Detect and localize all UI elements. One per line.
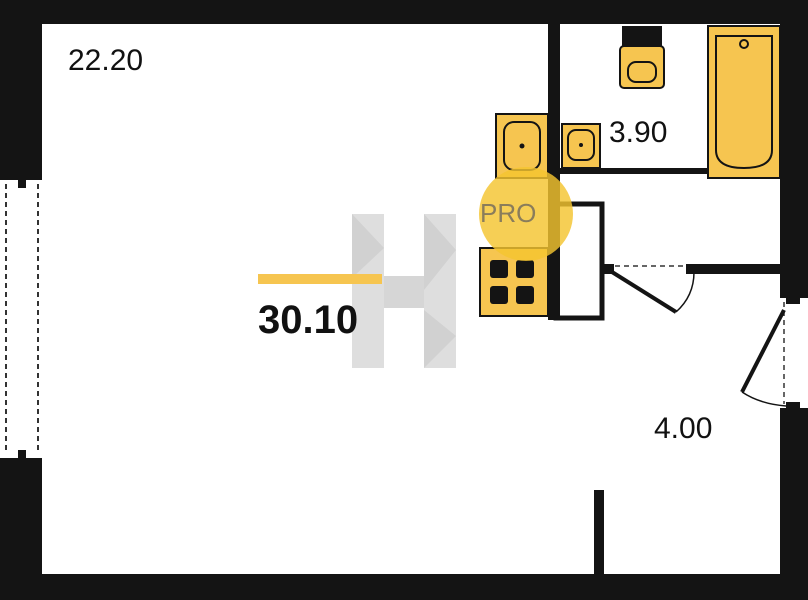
main-room-area: 22.20 bbox=[68, 44, 144, 77]
bathroom-sink-icon bbox=[561, 123, 601, 169]
area-accent-line bbox=[258, 274, 382, 284]
bathtub-icon bbox=[707, 25, 781, 179]
bathroom-area: 3.90 bbox=[609, 116, 668, 149]
pro-badge-text: PRO bbox=[480, 198, 537, 228]
kitchen-sink-icon bbox=[495, 113, 549, 179]
toilet-icon bbox=[619, 26, 665, 89]
bathroom-door-icon bbox=[604, 264, 696, 314]
total-area: 30.10 bbox=[258, 298, 359, 342]
entrance-door-icon bbox=[740, 294, 808, 412]
window-icon bbox=[2, 178, 42, 460]
closet bbox=[553, 201, 605, 321]
logo-watermark bbox=[352, 214, 456, 368]
pro-badge bbox=[479, 167, 573, 261]
hallway-area: 4.00 bbox=[654, 412, 713, 445]
